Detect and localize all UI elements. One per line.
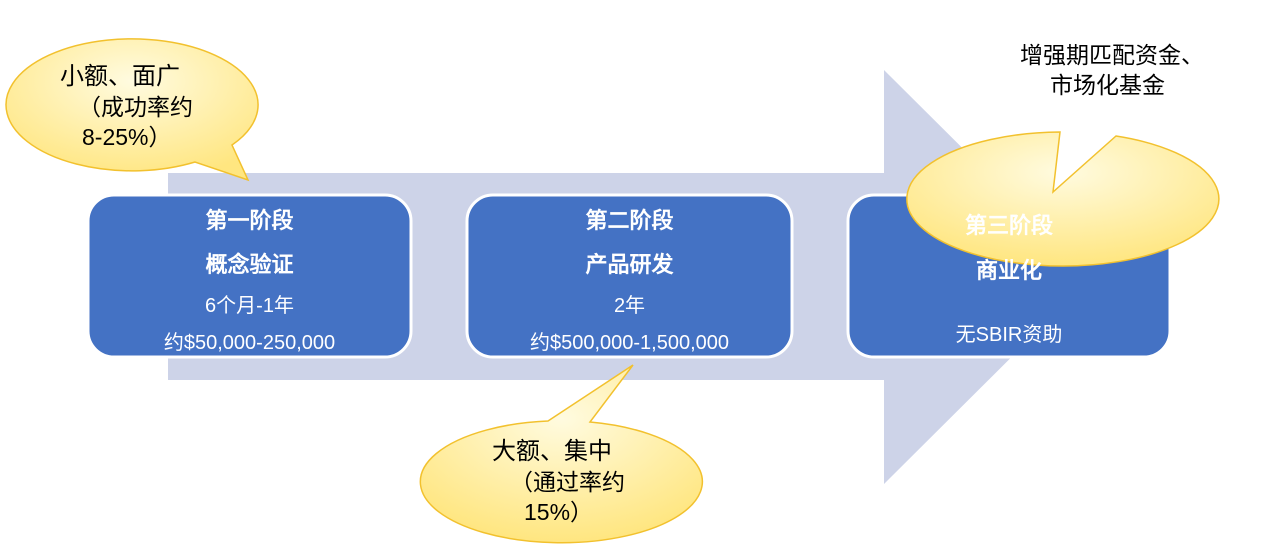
stage-box-shapes xyxy=(86,193,1172,359)
stage-3-box: 第三阶段 商业化 无SBIR资助 xyxy=(848,195,1170,357)
stage-2-name: 产品研发 xyxy=(585,252,674,277)
callout-2-line2: （通过率约 xyxy=(510,469,625,495)
stage-3-funding: 无SBIR资助 xyxy=(955,324,1063,346)
callout-3-line2: 市场化基金 xyxy=(1050,72,1165,98)
stage-2-duration: 2年 xyxy=(613,295,646,317)
callout-1-line2: （成功率约 xyxy=(78,94,193,120)
callout-1-bubble xyxy=(5,38,259,182)
callout-2-text: 大额、集中 （通过率约 15%） xyxy=(492,437,625,527)
stage-1-box: 第一阶段 概念验证 6个月-1年 约$50,000-250,000 xyxy=(88,195,411,357)
stage-3-title: 第三阶段 xyxy=(964,213,1053,238)
callout-1-line1: 小额、面广 xyxy=(60,63,180,90)
stage-1-title: 第一阶段 xyxy=(205,208,294,233)
stage-1-shape xyxy=(86,193,413,359)
callout-2-bubble xyxy=(419,364,704,544)
stage-1-duration: 6个月-1年 xyxy=(205,295,294,317)
callout-2-line1: 大额、集中 xyxy=(492,438,612,465)
callout-1-text: 小额、面广 （成功率约 8-25%） xyxy=(60,62,193,152)
stage-2-title: 第二阶段 xyxy=(585,208,674,233)
stage-2-funding: 约$500,000-1,500,000 xyxy=(529,332,730,354)
callout-1-line3: 8-25%） xyxy=(82,124,172,150)
callout-3-line1: 增强期匹配资金、 xyxy=(1020,42,1204,68)
stage-2-box: 第二阶段 产品研发 2年 约$500,000-1,500,000 xyxy=(467,195,792,357)
callout-2-line3: 15%） xyxy=(524,499,594,525)
stage-3-name: 商业化 xyxy=(975,258,1042,283)
stage-1-funding: 约$50,000-250,000 xyxy=(163,332,336,354)
callout-3-text: 增强期匹配资金、 市场化基金 xyxy=(1020,40,1204,100)
stage-2-shape xyxy=(465,193,794,359)
stage-1-name: 概念验证 xyxy=(205,252,294,277)
callout-3-bubble xyxy=(906,131,1220,267)
